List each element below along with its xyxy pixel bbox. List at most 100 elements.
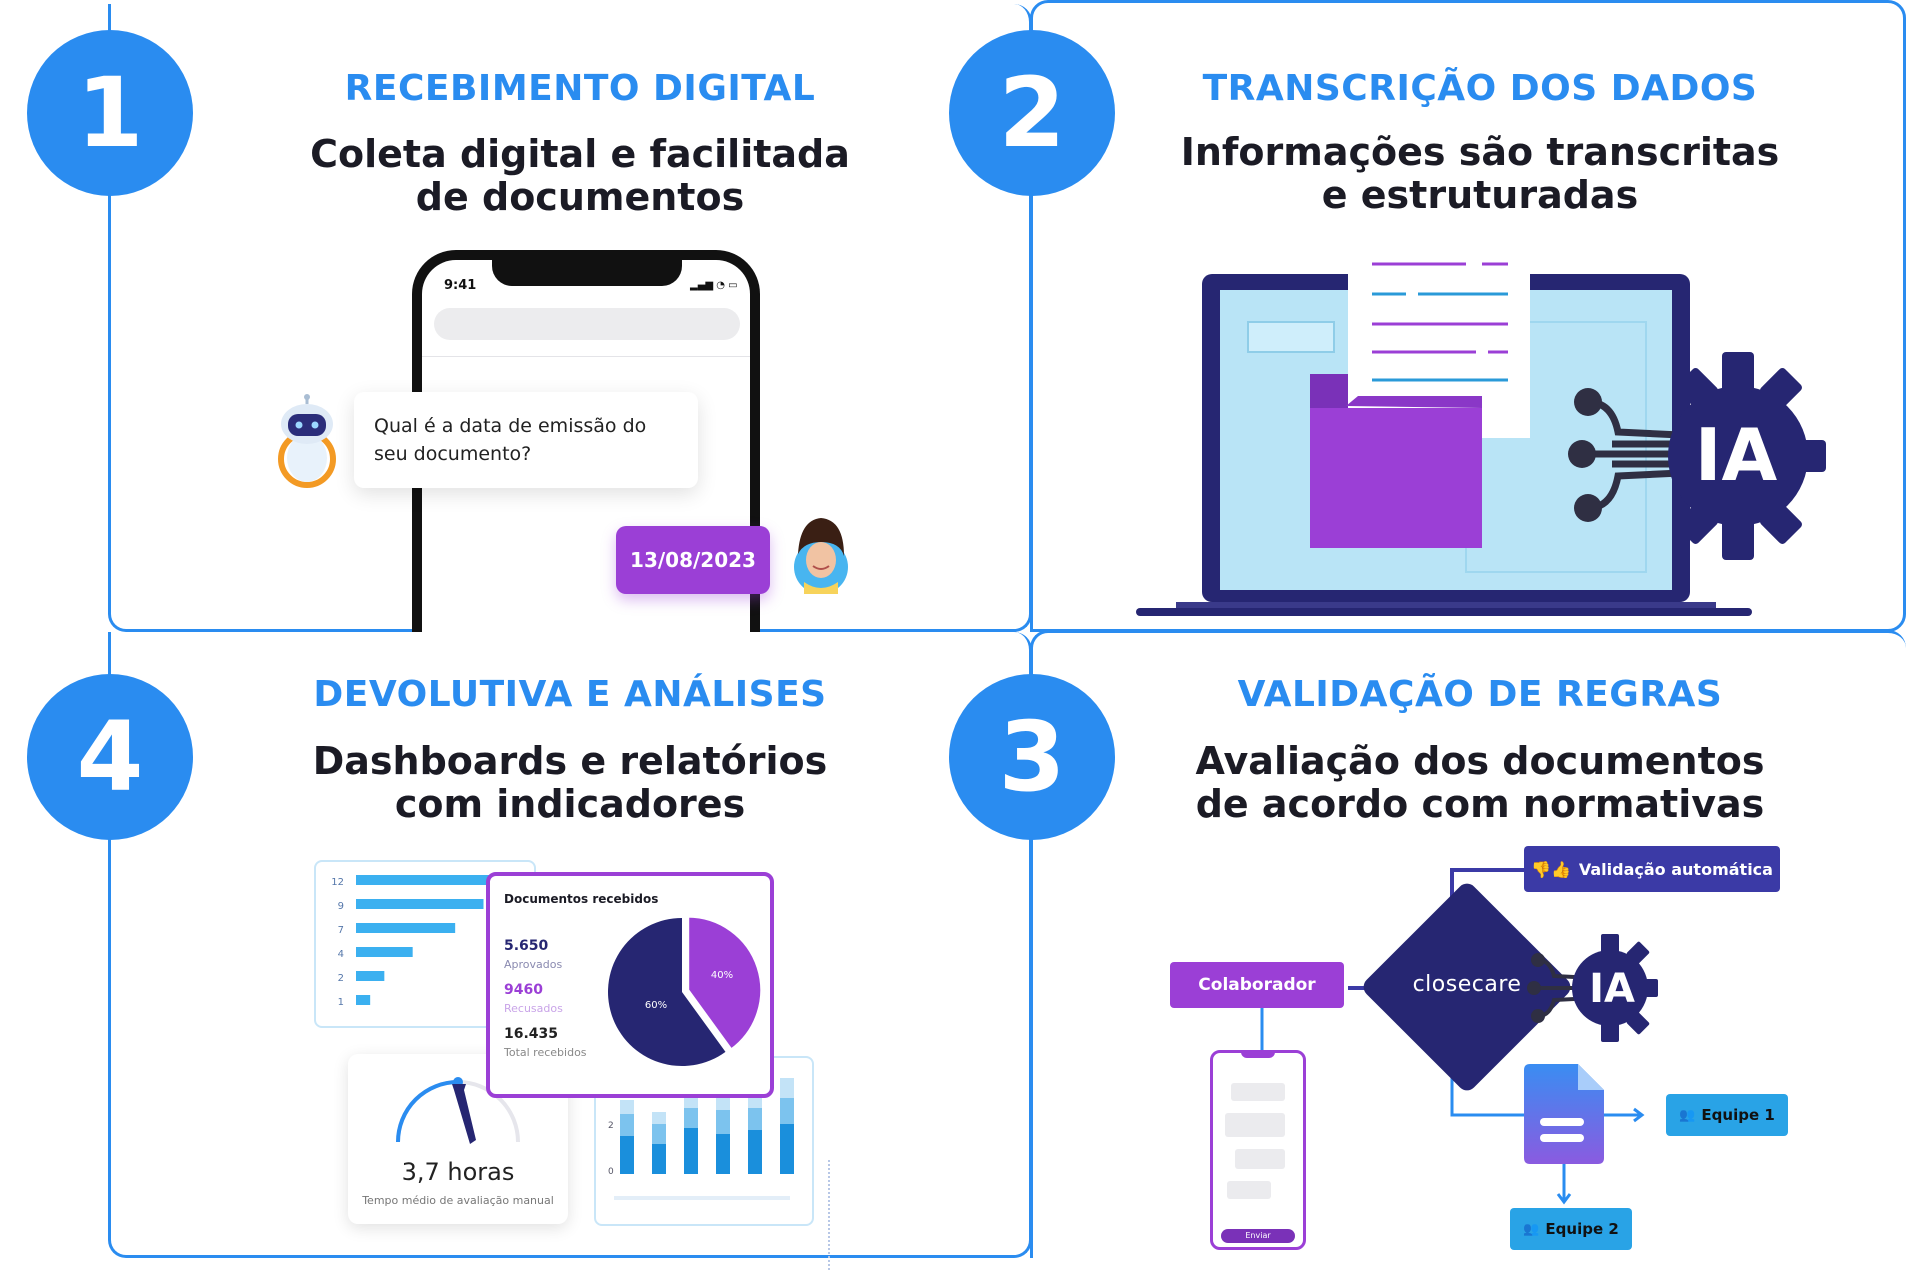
bar bbox=[356, 995, 371, 1005]
column-bar-segment bbox=[716, 1134, 730, 1174]
placeholder-bar bbox=[1231, 1083, 1285, 1101]
step-title-4: DEVOLUTIVA E ANÁLISES bbox=[313, 674, 827, 715]
team2-badge: 👥 Equipe 2 bbox=[1510, 1208, 1632, 1250]
ai-label: IA bbox=[1695, 413, 1778, 497]
refused-label: Recusados bbox=[504, 1002, 563, 1015]
step-subtitle-2: Informações são transcritas e estruturad… bbox=[1140, 131, 1820, 217]
bar bbox=[356, 899, 484, 909]
closecare-logo: closecare bbox=[1412, 972, 1522, 997]
subtitle-line: Informações são transcritas bbox=[1180, 130, 1780, 174]
pie-slice-major bbox=[608, 918, 726, 1066]
dotted-divider bbox=[828, 1160, 830, 1270]
pie-label-major: 60% bbox=[645, 1000, 667, 1011]
team1-text: Equipe 1 bbox=[1701, 1106, 1775, 1124]
small-phone-mockup: Enviar bbox=[1210, 1050, 1306, 1250]
gauge-icon bbox=[396, 1077, 520, 1144]
phone-time: 9:41 bbox=[444, 278, 477, 293]
subtitle-line: Avaliação dos documentos bbox=[1195, 739, 1765, 783]
bar bbox=[356, 947, 413, 957]
phone-divider bbox=[422, 356, 750, 357]
bot-message-text: seu documento? bbox=[374, 443, 532, 465]
pie-slice-minor bbox=[686, 914, 762, 1053]
bar bbox=[356, 875, 526, 885]
column-bar-segment bbox=[684, 1128, 698, 1174]
column-bar-segment bbox=[780, 1124, 794, 1174]
bar bbox=[356, 923, 456, 933]
step-title-1: RECEBIMENTO DIGITAL bbox=[344, 68, 816, 109]
ai-gear-small-icon: IA bbox=[1527, 934, 1658, 1042]
step-subtitle-4: Dashboards e relatórios com indicadores bbox=[240, 740, 900, 826]
gauge-label: Tempo médio de avaliação manual bbox=[362, 1194, 554, 1207]
column-bar-segment bbox=[748, 1130, 762, 1174]
phone-notch bbox=[492, 260, 682, 286]
column-tick-label: 0 bbox=[608, 1167, 614, 1177]
bot-message-text: Qual é a data de emissão do bbox=[374, 415, 647, 437]
auto-validation-text: Validação automática bbox=[1578, 859, 1773, 879]
approved-label: Aprovados bbox=[504, 958, 563, 971]
step-number-badge-4: 4 bbox=[27, 674, 193, 840]
column-bar-segment bbox=[652, 1124, 666, 1144]
collaborator-badge: Colaborador bbox=[1170, 962, 1344, 1008]
send-button[interactable]: Enviar bbox=[1221, 1229, 1295, 1243]
column-bar-segment bbox=[620, 1100, 634, 1114]
step-number: 1 bbox=[76, 57, 144, 169]
team-icon: 👥 bbox=[1523, 1221, 1540, 1237]
subtitle-line: de acordo com normativas bbox=[1195, 782, 1765, 826]
document-icon bbox=[1524, 1064, 1604, 1164]
column-bar-segment bbox=[748, 1108, 762, 1130]
total-label: Total recebidos bbox=[504, 1046, 587, 1059]
subtitle-line: de documentos bbox=[415, 175, 745, 219]
placeholder-bar bbox=[1225, 1113, 1285, 1137]
column-bar-segment bbox=[620, 1114, 634, 1136]
robot-avatar-icon bbox=[278, 394, 336, 488]
bar-tick-label: 1 bbox=[338, 997, 344, 1008]
bar-tick-label: 4 bbox=[338, 949, 344, 960]
ai-small-label: IA bbox=[1589, 966, 1635, 1012]
user-answer-text: 13/08/2023 bbox=[630, 548, 756, 572]
card-title: Documentos recebidos bbox=[504, 892, 659, 906]
step-subtitle-1: Coleta digital e facilitada de documento… bbox=[250, 133, 910, 219]
bar-tick-label: 9 bbox=[338, 901, 344, 912]
column-bar-segment bbox=[620, 1136, 634, 1174]
collaborator-text: Colaborador bbox=[1198, 975, 1316, 995]
subtitle-line: Coleta digital e facilitada bbox=[310, 132, 850, 176]
subtitle-line: e estruturadas bbox=[1321, 173, 1639, 217]
step-number-badge-3: 3 bbox=[949, 674, 1115, 840]
bar-tick-label: 7 bbox=[338, 925, 344, 936]
column-tick-label: 2 bbox=[608, 1121, 614, 1131]
step-number: 2 bbox=[998, 57, 1066, 169]
auto-validation-badge: 👎👍 Validação automática bbox=[1524, 846, 1780, 892]
team-icon: 👥 bbox=[1679, 1107, 1696, 1123]
user-answer-bubble: 13/08/2023 bbox=[616, 526, 770, 594]
panel-step-3 bbox=[1030, 630, 1906, 1258]
bar bbox=[356, 971, 385, 981]
step-title-2: TRANSCRIÇÃO DOS DADOS bbox=[1202, 68, 1758, 109]
column-bar-segment bbox=[780, 1098, 794, 1124]
team2-text: Equipe 2 bbox=[1545, 1220, 1619, 1238]
bot-message-bubble: Qual é a data de emissão do seu document… bbox=[354, 392, 698, 488]
column-bar-segment bbox=[684, 1108, 698, 1128]
gauge-value: 3,7 horas bbox=[401, 1158, 515, 1186]
column-bar-segment bbox=[780, 1078, 794, 1098]
documents-received-card: Documentos recebidos 5.650 Aprovados 946… bbox=[486, 872, 774, 1098]
step-number-badge-2: 2 bbox=[949, 30, 1115, 196]
signal-icon: ▂▄▆ ◔ ▭ bbox=[690, 280, 738, 291]
small-phone-notch bbox=[1241, 1050, 1275, 1058]
subtitle-line: Dashboards e relatórios bbox=[312, 739, 828, 783]
step-subtitle-3: Avaliação dos documentos de acordo com n… bbox=[1140, 740, 1820, 826]
total-value: 16.435 bbox=[504, 1026, 559, 1042]
placeholder-bar bbox=[1227, 1181, 1271, 1199]
column-bar-segment bbox=[652, 1112, 666, 1124]
laptop-illustration bbox=[1136, 238, 1752, 616]
column-bar-segment bbox=[652, 1144, 666, 1174]
thumbs-icon: 👎👍 bbox=[1531, 859, 1571, 879]
placeholder-bar bbox=[1235, 1149, 1285, 1169]
team1-badge: 👥 Equipe 1 bbox=[1666, 1094, 1788, 1136]
refused-value: 9460 bbox=[504, 982, 543, 998]
user-avatar-icon bbox=[794, 518, 848, 594]
column-bar-segment bbox=[716, 1110, 730, 1134]
phone-search-bar[interactable] bbox=[434, 308, 740, 340]
step-number: 4 bbox=[76, 701, 144, 813]
step-number: 3 bbox=[998, 701, 1066, 813]
